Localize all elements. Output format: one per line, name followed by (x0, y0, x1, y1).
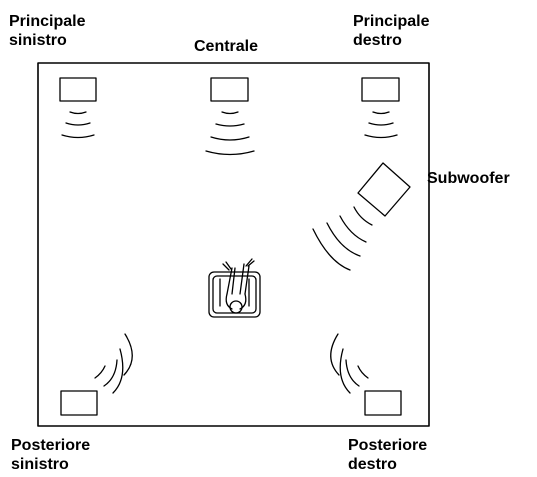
speaker-front-right-box (361, 77, 400, 102)
label-front-left-line1: Principale (9, 13, 86, 30)
speaker-rear-left-box (60, 390, 98, 416)
label-center-line1: Centrale (194, 38, 259, 55)
speaker-rear-right (330, 333, 402, 416)
label-center: Centrale (194, 37, 258, 56)
listener-icon (208, 258, 261, 318)
speaker-rear-right-waves (330, 333, 369, 394)
label-subwoofer: Subwoofer (427, 169, 510, 188)
label-rear-right-line2: destro (348, 456, 397, 473)
label-front-left: Principale sinistro (9, 12, 85, 50)
speaker-front-left-waves (61, 111, 95, 139)
label-rear-left-line2: sinistro (11, 456, 69, 473)
label-rear-right-line1: Posteriore (348, 437, 428, 454)
label-rear-left: Posteriore sinistro (11, 436, 90, 474)
label-front-left-line2: sinistro (9, 32, 67, 49)
speaker-center-box (210, 77, 249, 102)
label-front-right-line1: Principale (353, 13, 430, 30)
subwoofer (312, 162, 411, 271)
speaker-center (205, 77, 255, 156)
room-outline (37, 62, 430, 427)
speaker-rear-left (60, 333, 133, 416)
speaker-rear-left-waves (94, 333, 133, 394)
speaker-front-right-waves (364, 111, 398, 139)
speaker-front-right (361, 77, 400, 139)
label-rear-right: Posteriore destro (348, 436, 427, 474)
speaker-rear-right-box (364, 390, 402, 416)
speaker-front-left (59, 77, 97, 139)
label-front-right: Principale destro (353, 12, 429, 50)
label-rear-left-line1: Posteriore (11, 437, 91, 454)
label-front-right-line2: destro (353, 32, 402, 49)
subwoofer-waves (312, 206, 373, 271)
label-subwoofer-line1: Subwoofer (427, 170, 510, 187)
speaker-front-left-box (59, 77, 97, 102)
speaker-center-waves (205, 111, 255, 156)
subwoofer-box (357, 162, 411, 217)
